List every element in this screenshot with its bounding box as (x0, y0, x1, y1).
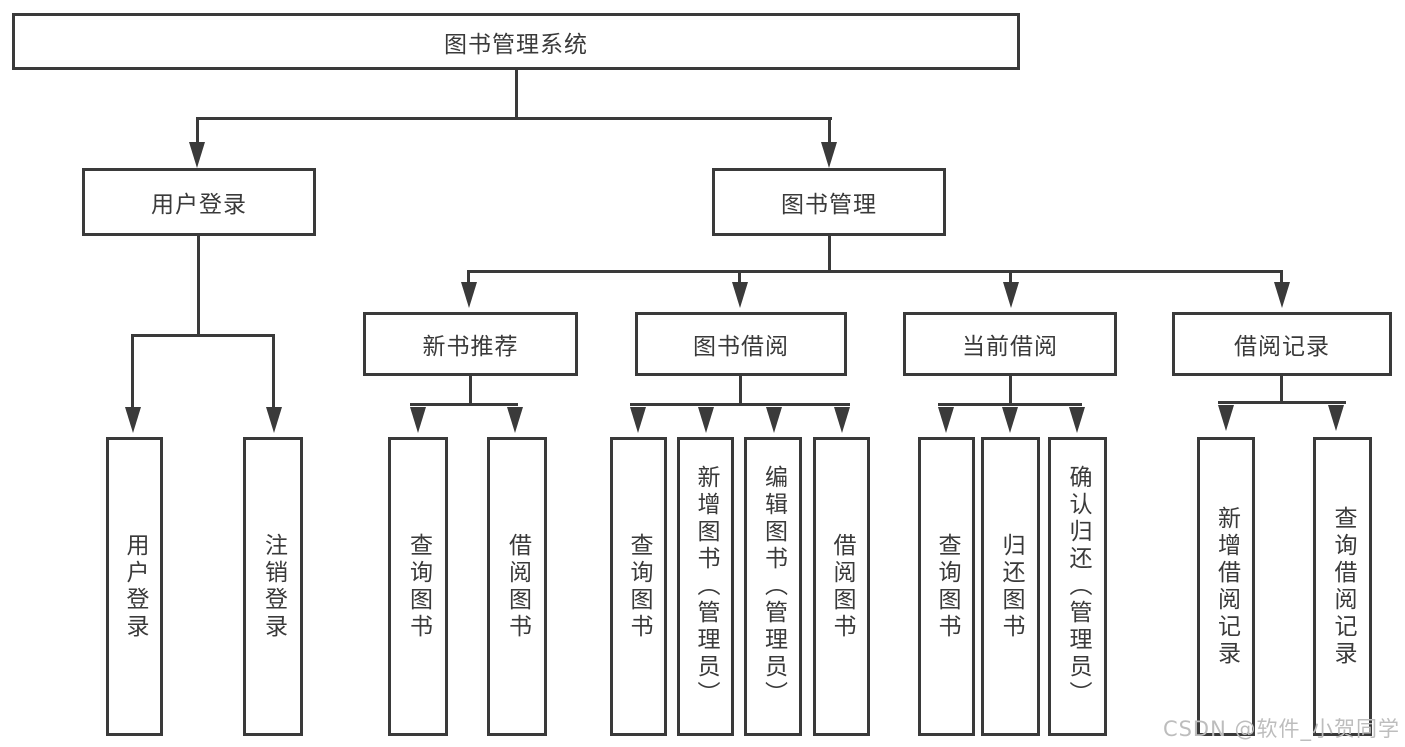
node-current-borrow-label: 当前借阅 (962, 334, 1058, 360)
arrow-records-leaf-1 (1218, 405, 1234, 431)
connector-root-rail (196, 117, 832, 120)
node-book-borrow-label: 图书借阅 (693, 334, 789, 360)
arrow-records-leaf-2 (1328, 405, 1344, 431)
connector-mgmt-drop-2 (738, 270, 741, 288)
node-user-login: 用户登录 (82, 168, 316, 236)
node-root-label: 图书管理系统 (444, 31, 588, 58)
connector-mgmt-stem (828, 236, 831, 272)
node-current-borrow: 当前借阅 (903, 312, 1117, 376)
connector-newbook-rail (410, 403, 518, 406)
connector-records-stem (1280, 376, 1283, 403)
leaf-newbook-borrow-label: 借阅图书 (504, 532, 531, 641)
connector-login-drop-left (131, 334, 134, 412)
arrow-to-new-book (461, 282, 477, 308)
arrow-borrow-leaf-2 (698, 407, 714, 433)
connector-root-drop-left (196, 117, 199, 147)
node-new-book-recommend: 新书推荐 (363, 312, 578, 376)
leaf-borrow-add-admin-label: 新增图书（管理员） (693, 465, 719, 708)
leaf-current-confirm-admin-label: 确认归还（管理员） (1065, 465, 1091, 708)
connector-login-drop-right (272, 334, 275, 412)
arrow-to-leaf-user-login (125, 407, 141, 433)
connector-mgmt-drop-4 (1280, 270, 1283, 288)
connector-mgmt-drop-3 (1009, 270, 1012, 288)
leaf-current-return-label: 归还图书 (998, 532, 1024, 641)
arrow-to-leaf-logout (266, 407, 282, 433)
connector-borrow-stem (739, 376, 742, 405)
leaf-current-query-label: 查询图书 (934, 532, 960, 641)
connector-root-stem (515, 70, 518, 119)
leaf-newbook-query: 查询图书 (388, 437, 448, 736)
leaf-borrow-borrow-label: 借阅图书 (829, 532, 855, 641)
connector-current-stem (1009, 376, 1012, 405)
node-user-login-label: 用户登录 (151, 192, 247, 218)
leaf-user-login: 用户登录 (106, 437, 163, 736)
arrow-newbook-leaf-1 (410, 407, 426, 433)
arrow-to-user-login (189, 142, 205, 168)
node-borrow-records: 借阅记录 (1172, 312, 1392, 376)
node-borrow-records-label: 借阅记录 (1234, 334, 1330, 360)
connector-records-rail (1218, 401, 1346, 404)
arrow-current-leaf-2 (1002, 407, 1018, 433)
leaf-records-add-label: 新增借阅记录 (1213, 505, 1240, 668)
arrow-to-book-borrow (732, 282, 748, 308)
node-book-management-label: 图书管理 (781, 192, 877, 218)
connector-mgmt-rail (467, 270, 1283, 273)
connector-login-stem (197, 236, 200, 336)
node-root: 图书管理系统 (12, 13, 1020, 70)
connector-login-rail (131, 334, 275, 337)
leaf-borrow-borrow: 借阅图书 (813, 437, 870, 736)
leaf-records-add: 新增借阅记录 (1197, 437, 1255, 736)
leaf-borrow-query: 查询图书 (610, 437, 667, 736)
arrow-to-book-management (821, 142, 837, 168)
connector-current-rail (938, 403, 1082, 406)
arrow-current-leaf-3 (1069, 407, 1085, 433)
leaf-newbook-borrow: 借阅图书 (487, 437, 547, 736)
connector-newbook-stem (469, 376, 472, 405)
leaf-current-return: 归还图书 (981, 437, 1040, 736)
leaf-borrow-edit-admin-label: 编辑图书（管理员） (760, 465, 787, 708)
arrow-borrow-leaf-1 (630, 407, 646, 433)
arrow-newbook-leaf-2 (507, 407, 523, 433)
connector-root-drop-right (828, 117, 831, 147)
csdn-watermark: CSDN @软件_小贺同学 (1162, 717, 1400, 741)
leaf-current-confirm-admin: 确认归还（管理员） (1048, 437, 1107, 736)
arrow-to-borrow-records (1274, 282, 1290, 308)
arrow-borrow-leaf-3 (766, 407, 782, 433)
arrow-current-leaf-1 (938, 407, 954, 433)
node-new-book-recommend-label: 新书推荐 (422, 334, 519, 360)
leaf-logout-label: 注销登录 (260, 532, 287, 641)
leaf-borrow-query-label: 查询图书 (626, 532, 652, 641)
connector-borrow-rail (630, 403, 850, 406)
leaf-newbook-query-label: 查询图书 (405, 532, 432, 641)
arrow-borrow-leaf-4 (834, 407, 850, 433)
connector-mgmt-drop-1 (467, 270, 470, 288)
leaf-logout: 注销登录 (243, 437, 303, 736)
leaf-borrow-add-admin: 新增图书（管理员） (677, 437, 734, 736)
leaf-records-query: 查询借阅记录 (1313, 437, 1372, 736)
leaf-user-login-label: 用户登录 (122, 532, 148, 641)
leaf-borrow-edit-admin: 编辑图书（管理员） (744, 437, 802, 736)
node-book-management: 图书管理 (712, 168, 946, 236)
arrow-to-current-borrow (1003, 282, 1019, 308)
leaf-records-query-label: 查询借阅记录 (1330, 505, 1356, 668)
leaf-current-query: 查询图书 (918, 437, 975, 736)
node-book-borrow: 图书借阅 (635, 312, 847, 376)
